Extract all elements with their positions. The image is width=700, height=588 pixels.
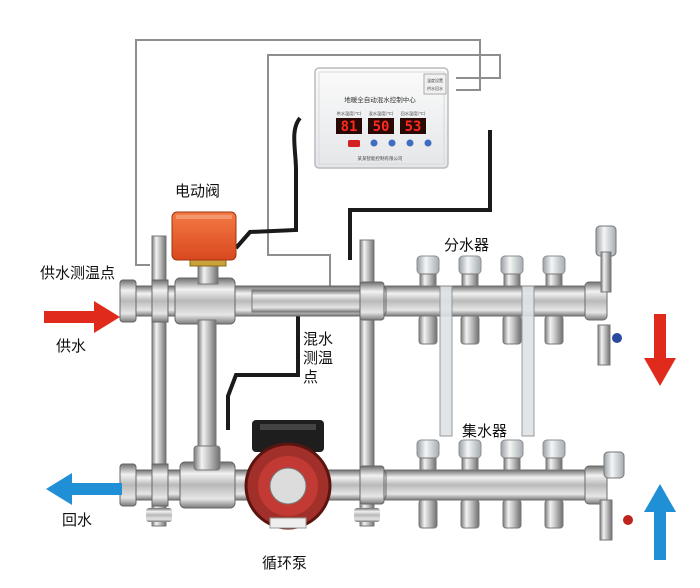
button-4[interactable] <box>424 139 432 147</box>
return-label: 回水 <box>62 511 93 529</box>
readout-label-3: 回水温度(℃) <box>401 110 426 117</box>
bypass-pipe <box>193 319 221 471</box>
collector-valve-1 <box>416 439 440 529</box>
collector-manifold <box>379 439 608 529</box>
distributor-valve-2 <box>458 255 482 345</box>
button-1[interactable] <box>370 139 378 147</box>
readout-display-1 <box>336 118 362 134</box>
circulation-pump <box>244 420 332 530</box>
collector-valve-3 <box>500 439 524 529</box>
distributor-outflow-arrow <box>644 314 676 386</box>
air-vent-bottom <box>599 451 633 541</box>
readout-label-1: 供水温度(℃) <box>337 110 362 117</box>
pump-label: 循环泵 <box>262 554 308 572</box>
readout-value-2: 50 <box>373 119 390 135</box>
sensor-wires <box>135 39 501 290</box>
electric-valve-actuator <box>171 211 237 285</box>
power-button[interactable] <box>348 140 360 147</box>
button-3[interactable] <box>406 139 414 147</box>
control-cables <box>226 116 492 430</box>
distributor-valve-3 <box>500 255 524 345</box>
distributor-label: 分水器 <box>444 236 490 254</box>
readout-value-3: 53 <box>405 119 422 135</box>
collector-inflow-arrow <box>644 484 676 560</box>
side-label-1: 温度设置 <box>427 77 443 83</box>
distributor-valve-1 <box>416 255 440 345</box>
supply-label: 供水 <box>56 337 87 355</box>
supply-sensor-label: 供水测温点 <box>40 264 116 282</box>
distributor-valve-4 <box>542 255 566 345</box>
mixing-sensor-label: 混水测温点 <box>303 330 334 386</box>
electric-valve-label: 电动阀 <box>175 182 221 200</box>
supply-arrow <box>44 301 120 333</box>
controller-side-panel: 温度设置 供水回水 <box>423 73 447 95</box>
collector-label: 集水器 <box>462 422 508 440</box>
controller-buttons <box>348 139 432 147</box>
return-arrow <box>46 473 122 505</box>
controller-footer: 某某智能控制有限公司 <box>358 155 403 162</box>
collector-valve-2 <box>458 439 482 529</box>
button-2[interactable] <box>388 139 396 147</box>
side-label-2: 供水回水 <box>427 85 443 91</box>
collector-valve-4 <box>542 439 566 529</box>
readout-value-1: 81 <box>341 119 358 135</box>
controller-title: 地暖全自动混水控制中心 <box>344 95 416 104</box>
distributor-manifold <box>379 255 608 437</box>
readout-display-2 <box>368 118 394 134</box>
supply-pipe <box>119 277 387 325</box>
readout-label-2: 混水温度(℃) <box>369 110 394 117</box>
controller-unit: 地暖全自动混水控制中心 温度设置 供水回水 供水温度(℃) 混水温度(℃) 回水温度… <box>314 67 449 169</box>
air-vent-top <box>595 225 622 366</box>
readout-display-3 <box>400 118 426 134</box>
